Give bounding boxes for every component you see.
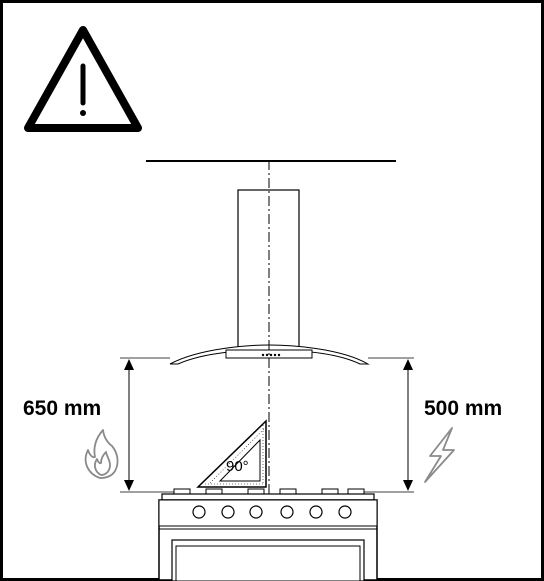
knob: [280, 505, 294, 519]
stove: [158, 488, 378, 581]
left-distance-label: 650 mm: [23, 397, 101, 420]
lightning-bolt-icon: [424, 427, 455, 483]
right-dimension-arrow: [403, 359, 413, 491]
set-square: [196, 419, 267, 488]
right-distance-label: 500 mm: [424, 397, 502, 420]
stove-knobs: [192, 505, 352, 519]
flame-icon: [84, 429, 119, 479]
knob: [309, 505, 323, 519]
knob: [221, 505, 235, 519]
knob: [249, 505, 263, 519]
knob: [338, 505, 352, 519]
angle-label: 90°: [226, 458, 249, 475]
warning-triangle-icon: [24, 26, 142, 132]
left-dimension-arrow: [124, 359, 134, 491]
knob: [192, 505, 206, 519]
